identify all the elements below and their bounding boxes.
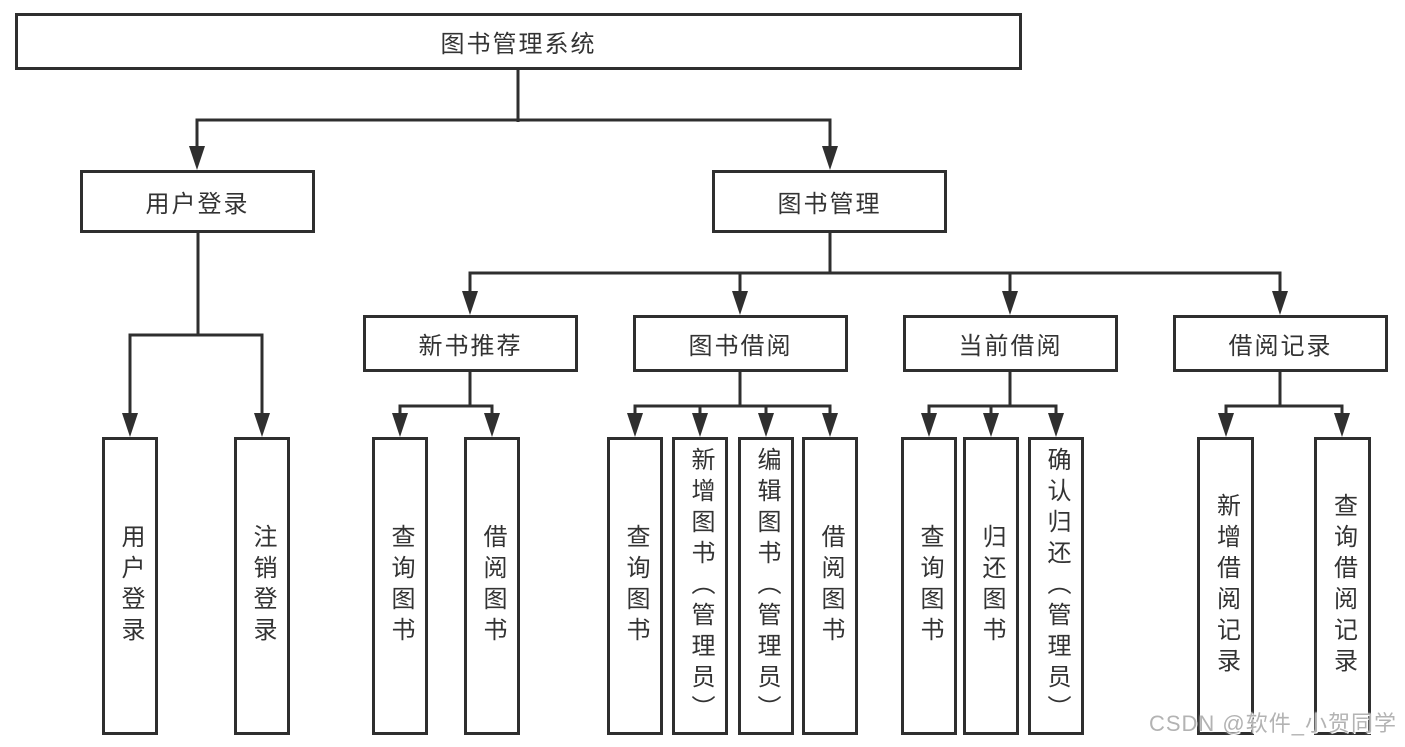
node-user-login: 用户登录 — [80, 170, 315, 233]
leaf-cb-confirm-return-admin: 确认归还（管理员） — [1028, 437, 1084, 735]
leaf-br-query-record-label: 查询借阅记录 — [1329, 493, 1357, 679]
leaf-bb-add-books-admin: 新增图书（管理员） — [672, 437, 728, 735]
leaf-user-login-label: 用户登录 — [117, 524, 144, 648]
connector-user-login-lines — [128, 233, 264, 417]
connector-borrow-records-lines — [1224, 372, 1344, 417]
leaf-bb-borrow-books-label: 借阅图书 — [817, 524, 844, 648]
leaf-user-login: 用户登录 — [102, 437, 158, 735]
connector-new-book-recommend-lines — [398, 372, 494, 417]
connector-book-borrow — [627, 372, 838, 437]
leaf-nb-borrow-books-label: 借阅图书 — [479, 524, 506, 648]
node-root-label: 图书管理系统 — [440, 31, 597, 58]
connector-borrow-records — [1218, 372, 1350, 437]
leaf-bb-query-books-label: 查询图书 — [622, 524, 649, 648]
leaf-bb-edit-books-admin: 编辑图书（管理员） — [738, 437, 794, 735]
connector-user-login — [122, 233, 270, 437]
connector-book-borrow-lines — [633, 372, 832, 417]
connector-book-management — [462, 233, 1288, 315]
leaf-bb-add-books-admin-label: 新增图书（管理员） — [687, 446, 714, 726]
leaf-bb-query-books: 查询图书 — [607, 437, 663, 735]
leaf-br-query-record: 查询借阅记录 — [1314, 437, 1371, 735]
leaf-cb-query-books-label: 查询图书 — [916, 524, 943, 648]
connector-new-book-recommend — [392, 372, 500, 437]
leaf-cb-return-books-label: 归还图书 — [978, 524, 1005, 648]
arrowheads-borrow-records — [1218, 413, 1350, 437]
leaf-logout-label: 注销登录 — [249, 524, 276, 648]
arrowheads-current-borrow — [921, 413, 1064, 437]
leaf-nb-query-books: 查询图书 — [372, 437, 428, 735]
leaf-bb-edit-books-admin-label: 编辑图书（管理员） — [753, 446, 780, 726]
node-borrow-records: 借阅记录 — [1173, 315, 1388, 372]
arrowheads-book-borrow — [627, 413, 838, 437]
connector-root — [189, 70, 838, 170]
node-user-login-label: 用户登录 — [145, 191, 250, 218]
leaf-br-add-record: 新增借阅记录 — [1197, 437, 1254, 735]
leaf-cb-query-books: 查询图书 — [901, 437, 957, 735]
leaf-br-add-record-label: 新增借阅记录 — [1212, 493, 1240, 679]
connector-root-lines — [195, 70, 832, 150]
leaf-nb-query-books-label: 查询图书 — [387, 524, 414, 648]
leaf-cb-confirm-return-admin-label: 确认归还（管理员） — [1043, 446, 1070, 726]
node-book-borrow: 图书借阅 — [633, 315, 848, 372]
node-book-management-label: 图书管理 — [777, 191, 882, 218]
arrowheads-new-book-recommend — [392, 413, 500, 437]
arrowheads-root — [189, 146, 838, 170]
node-root: 图书管理系统 — [15, 13, 1022, 70]
arrowheads-user-login — [122, 413, 270, 437]
leaf-logout: 注销登录 — [234, 437, 290, 735]
arrowheads-book-management — [462, 291, 1288, 315]
node-book-borrow-label: 图书借阅 — [688, 333, 793, 360]
leaf-nb-borrow-books: 借阅图书 — [464, 437, 520, 735]
csdn-watermark: CSDN @软件_小贺同学 — [1148, 711, 1397, 736]
connector-current-borrow-lines — [927, 372, 1058, 417]
connector-current-borrow — [921, 372, 1064, 437]
node-book-management: 图书管理 — [712, 170, 947, 233]
node-current-borrow: 当前借阅 — [903, 315, 1118, 372]
node-new-book-recommend-label: 新书推荐 — [418, 333, 523, 360]
node-new-book-recommend: 新书推荐 — [363, 315, 578, 372]
node-current-borrow-label: 当前借阅 — [958, 333, 1063, 360]
node-borrow-records-label: 借阅记录 — [1228, 333, 1333, 360]
leaf-cb-return-books: 归还图书 — [963, 437, 1019, 735]
leaf-bb-borrow-books: 借阅图书 — [802, 437, 858, 735]
connector-book-management-lines — [468, 233, 1282, 295]
